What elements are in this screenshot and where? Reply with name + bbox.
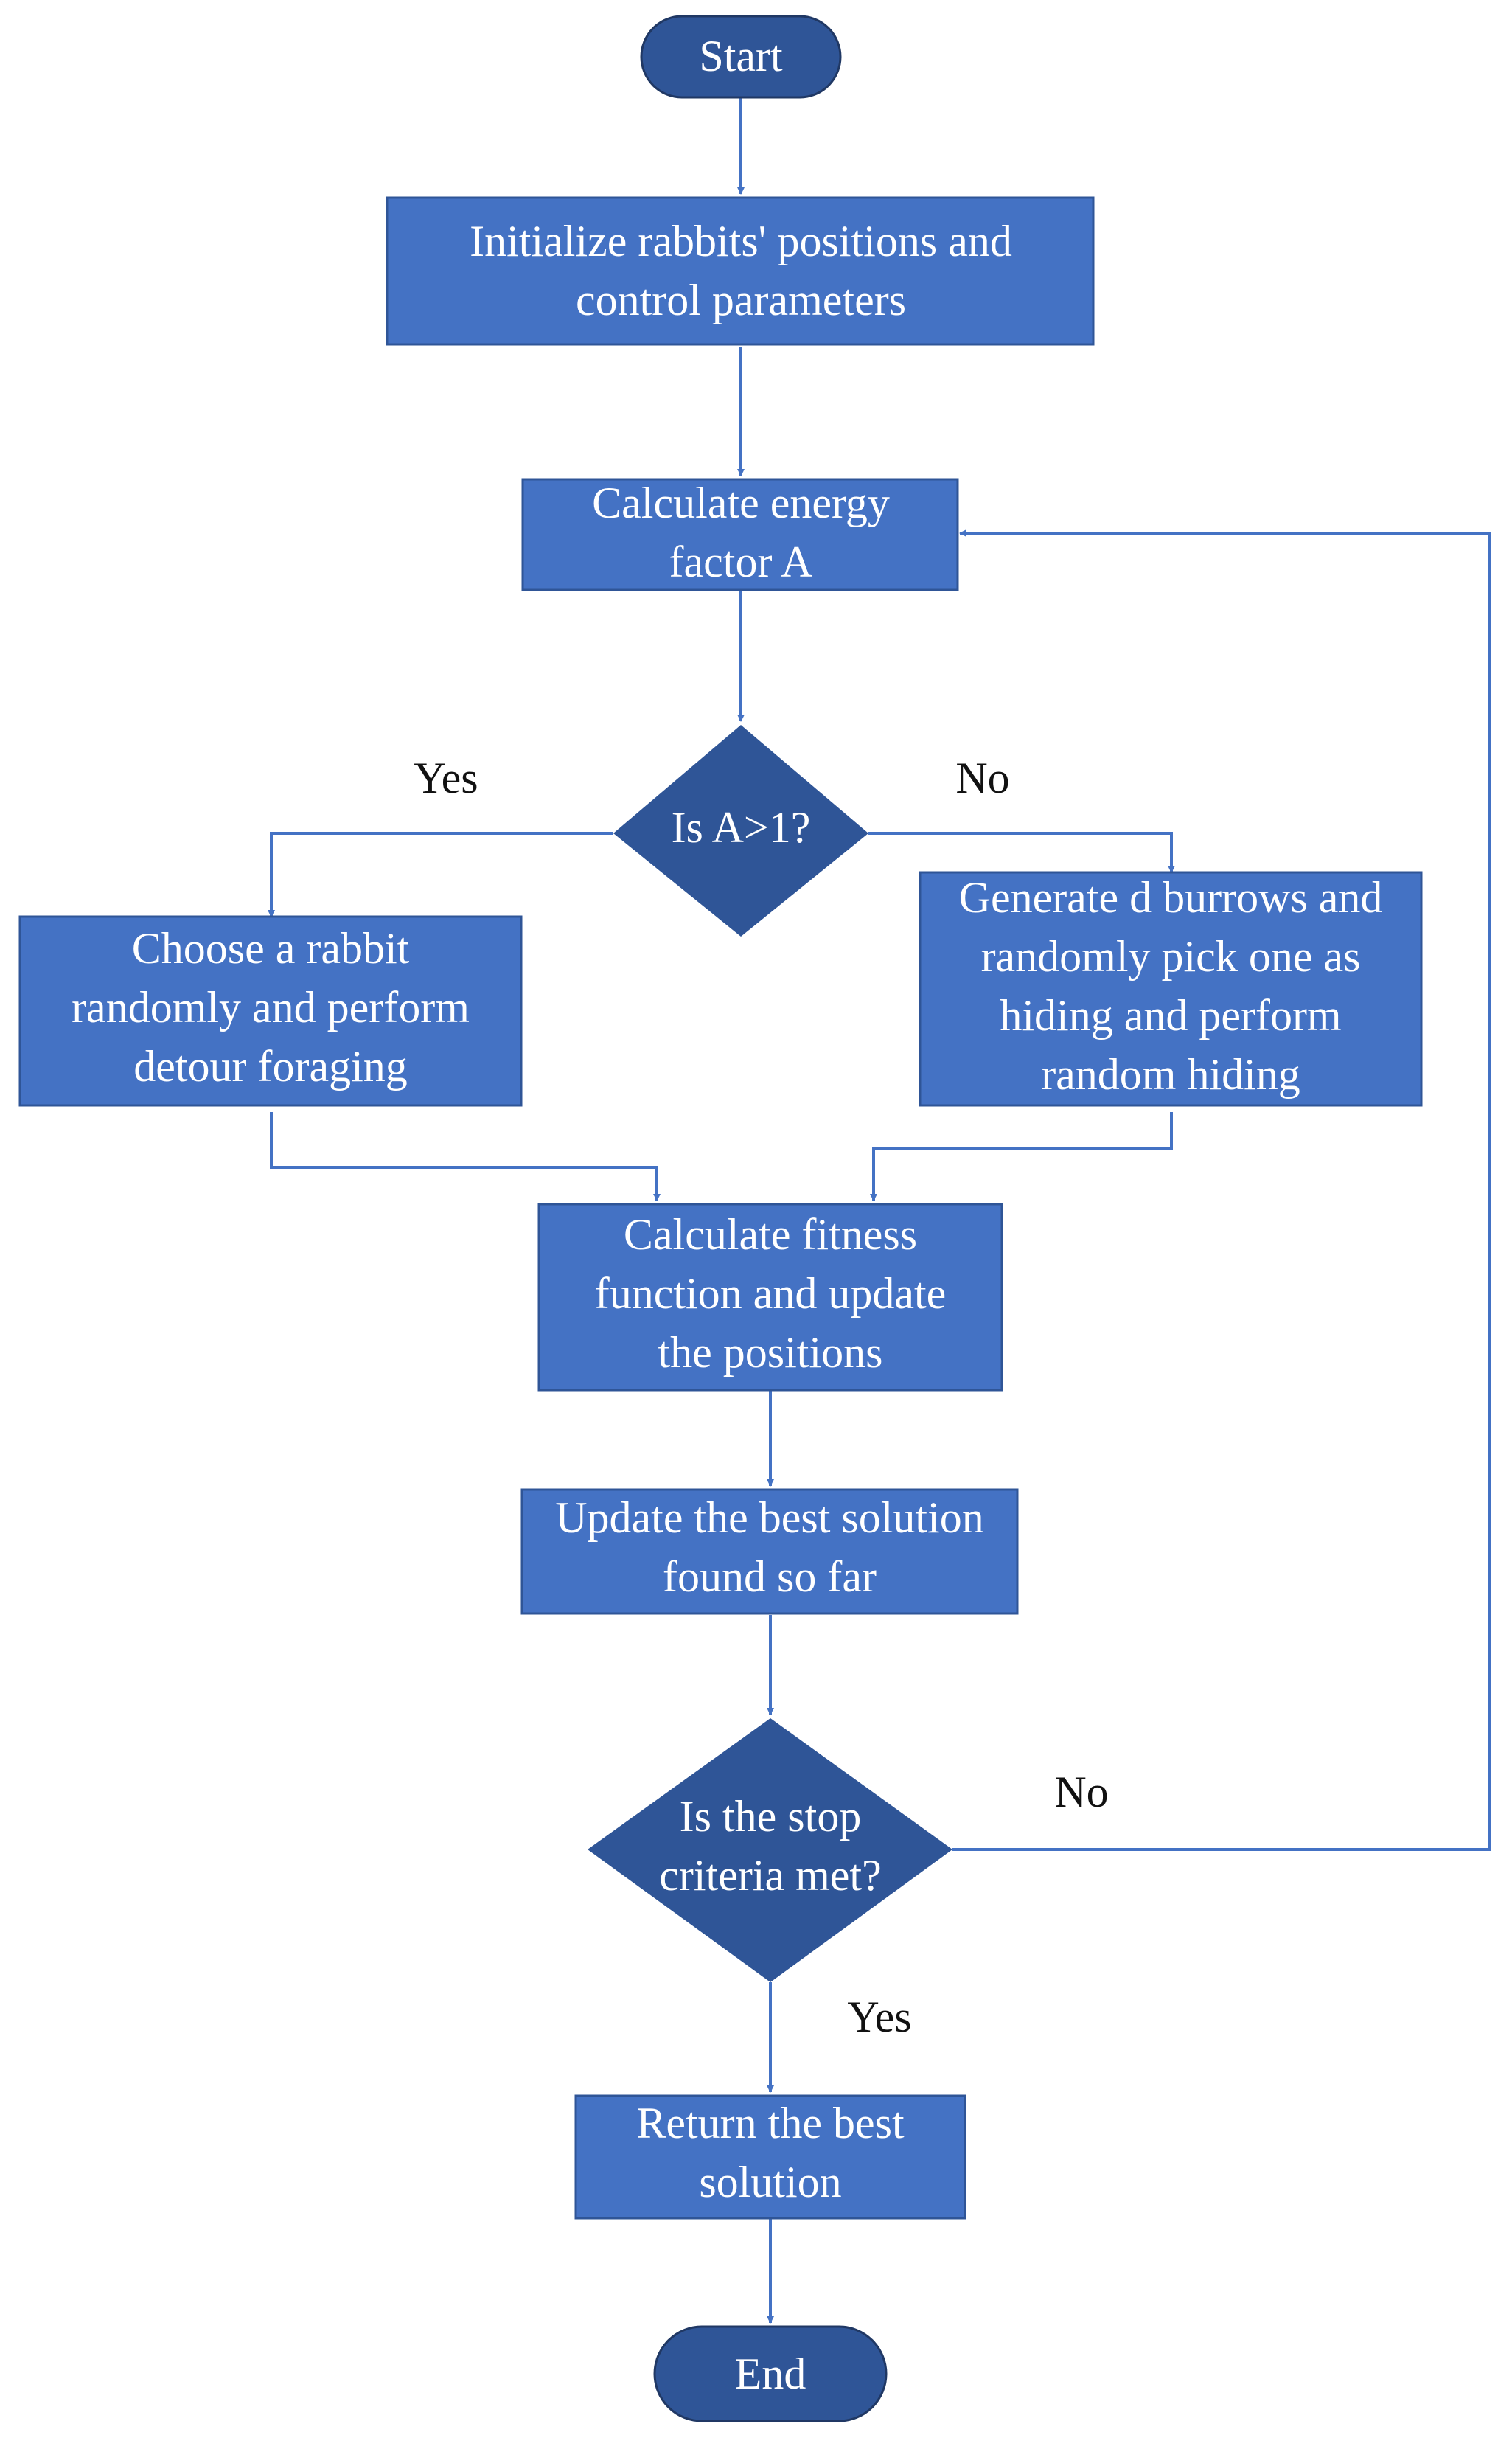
return-line-2: solution — [699, 2158, 841, 2206]
best-line-1: Update the best solution — [555, 1493, 984, 1542]
return-box: Return the best solution — [574, 2094, 966, 2220]
init-box: Initialize rabbits' positions and contro… — [386, 196, 1095, 346]
fitness-box: Calculate fitness function and update th… — [537, 1203, 1003, 1392]
decision-a-label: Is A>1? — [672, 803, 811, 852]
detour-line-3: detour foraging — [133, 1042, 408, 1091]
energy-line-2: factor A — [669, 538, 813, 586]
decision-stop-diamond: Is the stop criteria met? — [588, 1718, 952, 1982]
arrow-hiding-to-fitness — [870, 1112, 1173, 1201]
yes-label-a: Yes — [414, 754, 478, 802]
arrow-decision-to-detour — [268, 832, 613, 917]
hiding-line-1: Generate d burrows and — [959, 873, 1383, 922]
decision-stop-line-1: Is the stop — [680, 1792, 862, 1841]
best-line-2: found so far — [663, 1552, 877, 1601]
decision-a-diamond: Is A>1? — [613, 725, 868, 937]
init-line-2: control parameters — [576, 276, 906, 324]
start-label: Start — [699, 32, 783, 80]
fitness-line-3: the positions — [658, 1328, 882, 1377]
end-terminal: End — [653, 2325, 888, 2422]
init-line-1: Initialize rabbits' positions and — [470, 217, 1012, 265]
decision-stop-line-2: criteria met? — [659, 1851, 881, 1900]
hiding-line-4: random hiding — [1041, 1050, 1300, 1099]
hiding-line-2: randomly pick one as — [981, 932, 1361, 981]
best-box: Update the best solution found so far — [520, 1488, 1019, 1615]
fitness-line-1: Calculate fitness — [624, 1210, 917, 1259]
hiding-box: Generate d burrows and randomly pick one… — [919, 871, 1423, 1107]
start-terminal: Start — [640, 15, 842, 99]
detour-line-2: randomly and perform — [72, 983, 470, 1032]
energy-box: Calculate energy factor A — [521, 478, 959, 591]
arrow-decision-to-hiding — [868, 832, 1175, 873]
no-label-a: No — [955, 754, 1009, 802]
detour-box: Choose a rabbit randomly and perform det… — [18, 915, 523, 1107]
connectors — [268, 97, 1491, 2324]
hiding-line-3: hiding and perform — [1000, 991, 1341, 1040]
energy-line-1: Calculate energy — [592, 479, 890, 527]
return-line-1: Return the best — [636, 2099, 905, 2147]
end-label: End — [735, 2349, 806, 2398]
fitness-line-2: function and update — [595, 1269, 947, 1318]
arrow-stop-no-loop — [952, 529, 1491, 1851]
detour-line-1: Choose a rabbit — [132, 924, 410, 973]
no-label-stop: No — [1054, 1768, 1108, 1816]
yes-label-stop: Yes — [847, 1993, 911, 2041]
arrow-detour-to-fitness — [270, 1112, 661, 1201]
